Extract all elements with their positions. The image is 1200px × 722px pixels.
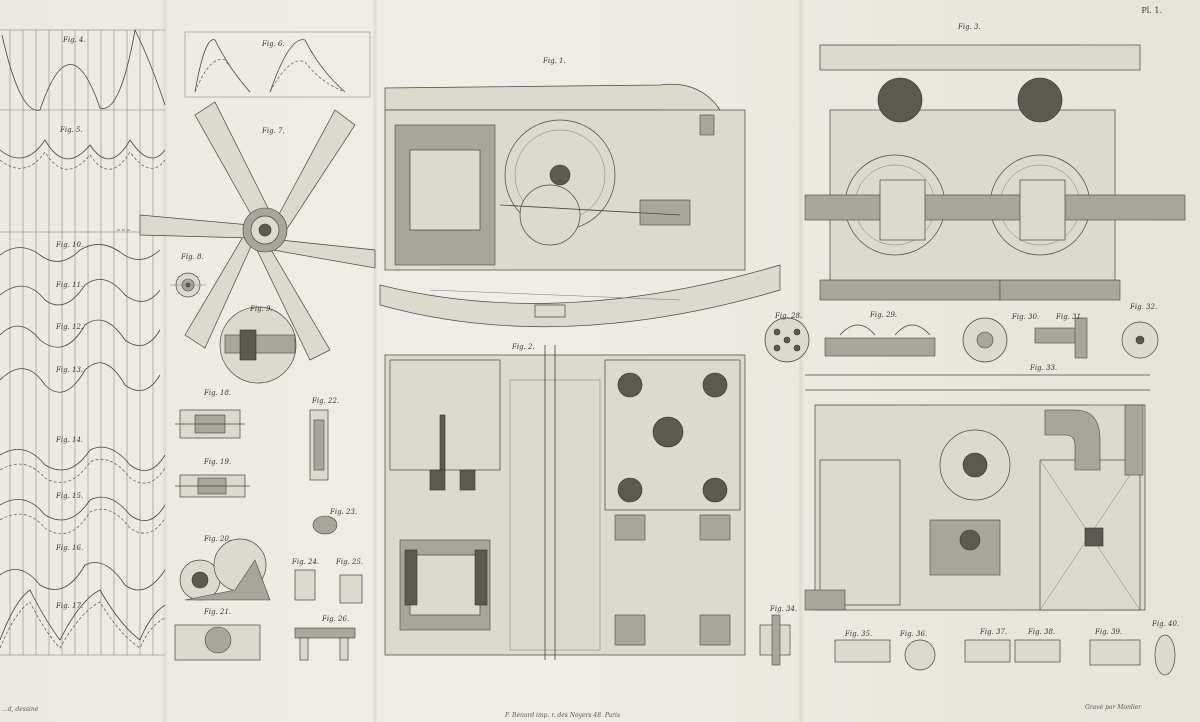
figure-label: Fig. 6. xyxy=(262,40,285,48)
figure-label: Fig. 14. xyxy=(56,436,84,444)
small-detail-figures xyxy=(174,409,363,661)
figure-label: Fig. 12. xyxy=(56,323,84,331)
figure-label: Fig. 25. xyxy=(336,558,364,566)
figure-label: Fig. 16. xyxy=(56,544,84,552)
wave-curve xyxy=(0,562,166,591)
wave-curve xyxy=(0,446,166,472)
fold-crease xyxy=(162,0,168,722)
figure-label: Fig. 35. xyxy=(845,630,873,638)
figure-label: Fig. 8. xyxy=(181,253,204,261)
figure-label: Fig. 30. xyxy=(1012,313,1040,321)
fig-7-propeller xyxy=(115,101,376,361)
figure-label: Fig. 3. xyxy=(958,23,981,31)
figure-label: Fig. 38. xyxy=(1028,628,1056,636)
figure-label: Fig. 29. xyxy=(870,311,898,319)
figure-label: Fig. 20. xyxy=(204,535,232,543)
wave-curve xyxy=(0,278,161,306)
figure-label: Fig. 22. xyxy=(312,397,340,405)
figure-label: Fig. 18. xyxy=(204,389,232,397)
wave-curve xyxy=(0,244,161,262)
figure-label: Fig. 17. xyxy=(56,602,84,610)
figure-label: Fig. 34. xyxy=(770,605,798,613)
figure-label: Fig. 9. xyxy=(250,305,273,313)
figure-label: Fig. 4. xyxy=(63,36,86,44)
fig-6-diagram xyxy=(184,31,371,98)
figure-label: Fig. 13. xyxy=(56,366,84,374)
figure-label: Fig. 2. xyxy=(512,343,535,351)
printer-credit: F. Bénard imp. r. des Noyers 48. Paris xyxy=(505,712,621,719)
wave-curve xyxy=(1,28,166,111)
fig-3-engine-end-view xyxy=(804,44,1186,301)
fig-1-engine-elevation xyxy=(379,83,781,328)
small-parts-row xyxy=(764,317,1159,363)
wave-curve xyxy=(0,319,161,348)
figure-label: Fig. 31. xyxy=(1056,313,1084,321)
figure-label: Fig. 24. xyxy=(292,558,320,566)
figure-label: Fig. 28. xyxy=(775,312,803,320)
fig-9-section xyxy=(219,306,297,384)
wave-curve xyxy=(0,139,166,160)
figure-label: Fig. 5. xyxy=(60,126,83,134)
fig-34-detail xyxy=(759,614,791,666)
wave-curve xyxy=(0,508,166,535)
figure-label: Fig. 40. xyxy=(1152,620,1180,628)
figure-label: Fig. 39. xyxy=(1095,628,1123,636)
figure-label: Fig. 26. xyxy=(322,615,350,623)
figure-label: Fig. 1. xyxy=(543,57,566,65)
fig-2-engine-plan xyxy=(384,345,746,660)
fold-crease xyxy=(372,0,378,722)
small-parts-bottom-row xyxy=(834,634,1176,676)
figure-label: Fig. 23. xyxy=(330,508,358,516)
fig-33-engine-side-view xyxy=(804,374,1150,611)
figure-label: Fig. 37. xyxy=(980,628,1008,636)
engraver-credit: Gravé par Monlier xyxy=(1085,704,1142,711)
figure-label: Fig. 21. xyxy=(204,608,232,616)
figure-label: Fig. 33. xyxy=(1030,364,1058,372)
figure-label: Fig. 19. xyxy=(204,458,232,466)
draftsman-credit: ...d, dessiné xyxy=(2,706,39,713)
wave-curve xyxy=(0,589,166,641)
wave-curve xyxy=(0,496,166,522)
wave-curve xyxy=(0,362,161,393)
figure-label: Fig. 10. xyxy=(56,241,84,249)
figure-label: Fig. 36. xyxy=(900,630,928,638)
figure-label: Fig. 11. xyxy=(56,281,84,289)
wave-curve xyxy=(0,601,166,649)
figure-label: Fig. 32. xyxy=(1130,303,1158,311)
figure-label: Fig. 15. xyxy=(56,492,84,500)
indicator-diagram-grid xyxy=(0,28,166,656)
plate-number: Pl. 1. xyxy=(1141,6,1162,15)
figure-label: Fig. 7. xyxy=(262,127,285,135)
fig-8-hub xyxy=(170,272,206,298)
fold-crease xyxy=(798,0,804,722)
wave-curve xyxy=(0,151,166,170)
